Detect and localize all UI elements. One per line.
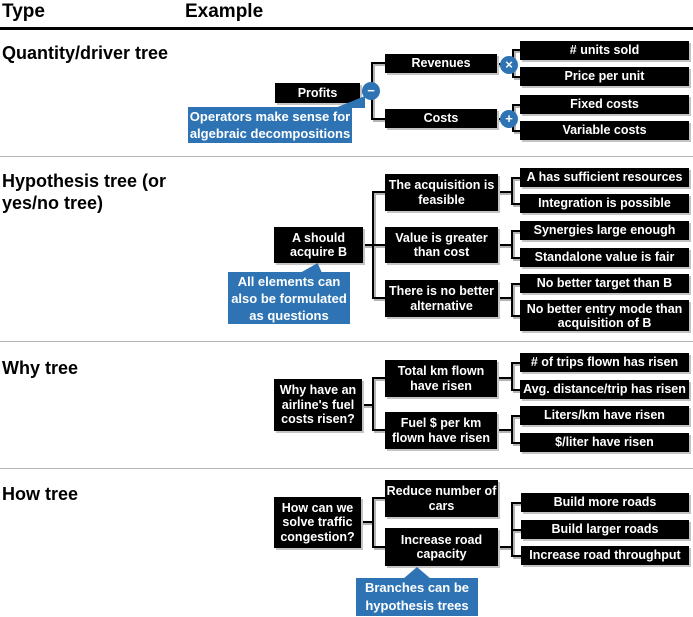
node-build-more-roads: Build more roads xyxy=(521,493,689,512)
node-no-better-target: No better target than B xyxy=(520,274,689,293)
connector-line xyxy=(512,104,520,106)
node-dollar-per-liter: $/liter have risen xyxy=(520,433,689,452)
connector-line xyxy=(372,429,385,431)
connector-line xyxy=(511,283,520,285)
node-price-per-unit: Price per unit xyxy=(520,67,689,86)
node-increase-capacity: Increase road capacity xyxy=(385,528,498,566)
section-title-quantity-driver-tree: Quantity/driver tree xyxy=(2,43,169,63)
multiply-operator-icon: × xyxy=(500,56,518,74)
connector-line xyxy=(511,502,521,504)
connector-line xyxy=(511,283,513,316)
connector-line xyxy=(511,203,520,205)
node-integration-possible: Integration is possible xyxy=(520,194,689,213)
node-costs: Costs xyxy=(385,109,497,128)
section-title-how-tree: How tree xyxy=(2,484,79,504)
section-divider xyxy=(0,156,693,157)
node-fuel-per-km: Fuel $ per km flown have risen xyxy=(385,412,497,449)
node-standalone-value: Standalone value is fair xyxy=(520,248,689,267)
callout-questions: All elements can also be formulated as q… xyxy=(228,272,350,324)
connector-line xyxy=(511,529,521,531)
node-a-should-acquire-b: A should acquire B xyxy=(274,227,363,263)
connector-line xyxy=(511,555,521,557)
connector-line xyxy=(372,377,374,431)
node-reduce-cars: Reduce number of cars xyxy=(385,480,498,517)
connector-line xyxy=(372,497,374,548)
node-revenues: Revenues xyxy=(385,54,497,73)
node-road-throughput: Increase road throughput xyxy=(521,546,689,565)
node-variable-costs: Variable costs xyxy=(520,121,689,140)
connector-line xyxy=(363,244,372,246)
connector-line xyxy=(361,521,372,523)
connector-line xyxy=(498,191,511,193)
connector-line xyxy=(511,177,513,204)
connector-line xyxy=(511,442,520,444)
connector-line xyxy=(511,257,520,259)
connector-line xyxy=(511,230,513,258)
connector-line xyxy=(511,415,520,417)
connector-line xyxy=(497,377,511,379)
node-total-km-flown: Total km flown have risen xyxy=(385,360,497,397)
node-no-better-entry-mode: No better entry mode than acquisition of… xyxy=(520,300,689,331)
node-trips-flown: # of trips flown has risen xyxy=(520,353,689,372)
node-acquisition-feasible: The acquisition is feasible xyxy=(385,174,498,211)
node-no-better-alternative: There is no better alternative xyxy=(385,280,498,317)
plus-operator-icon: + xyxy=(500,110,518,128)
node-liters-per-km: Liters/km have risen xyxy=(520,406,689,425)
node-avg-distance: Avg. distance/trip has risen xyxy=(520,380,689,399)
connector-line xyxy=(498,244,511,246)
callout-pointer xyxy=(300,263,322,273)
callout-branches: Branches can be hypothesis trees xyxy=(356,578,478,616)
connector-line xyxy=(372,546,385,548)
connector-line xyxy=(511,415,513,443)
callout-operators: Operators make sense for algebraic decom… xyxy=(188,107,352,143)
connector-line xyxy=(497,429,511,431)
node-fixed-costs: Fixed costs xyxy=(520,95,689,114)
column-header-type: Type xyxy=(2,1,45,22)
connector-line xyxy=(511,315,520,317)
node-profits: Profits xyxy=(275,83,360,103)
minus-operator-icon: − xyxy=(362,82,380,100)
section-title-why-tree: Why tree xyxy=(2,358,79,378)
node-how-solve-congestion: How can we solve traffic congestion? xyxy=(274,497,361,548)
section-title-hypothesis-tree: Hypothesis tree (or yes/no tree) xyxy=(2,171,167,213)
connector-line xyxy=(511,362,520,364)
node-why-fuel-costs: Why have an airline's fuel costs risen? xyxy=(274,379,362,431)
connector-line xyxy=(362,404,372,406)
connector-line xyxy=(511,230,520,232)
connector-line xyxy=(512,49,520,51)
connector-line xyxy=(372,377,385,379)
connector-line xyxy=(498,546,511,548)
connector-line xyxy=(511,177,520,179)
connector-line xyxy=(371,62,385,64)
connector-line xyxy=(512,76,520,78)
column-header-example: Example xyxy=(185,1,264,22)
section-divider xyxy=(0,468,693,469)
node-value-greater: Value is greater than cost xyxy=(385,227,498,263)
connector-line xyxy=(511,362,513,390)
connector-line xyxy=(372,191,385,193)
connector-line xyxy=(372,297,385,299)
connector-line xyxy=(372,244,385,246)
node-sufficient-resources: A has sufficient resources xyxy=(520,168,689,187)
connector-line xyxy=(512,130,520,132)
connector-line xyxy=(372,497,385,499)
node-synergies: Synergies large enough xyxy=(520,221,689,240)
section-divider xyxy=(0,341,693,342)
connector-line xyxy=(498,297,511,299)
node-units-sold: # units sold xyxy=(520,41,689,60)
connector-line xyxy=(511,389,520,391)
header-divider xyxy=(0,27,693,30)
connector-line xyxy=(371,118,385,120)
node-build-larger-roads: Build larger roads xyxy=(521,520,689,539)
